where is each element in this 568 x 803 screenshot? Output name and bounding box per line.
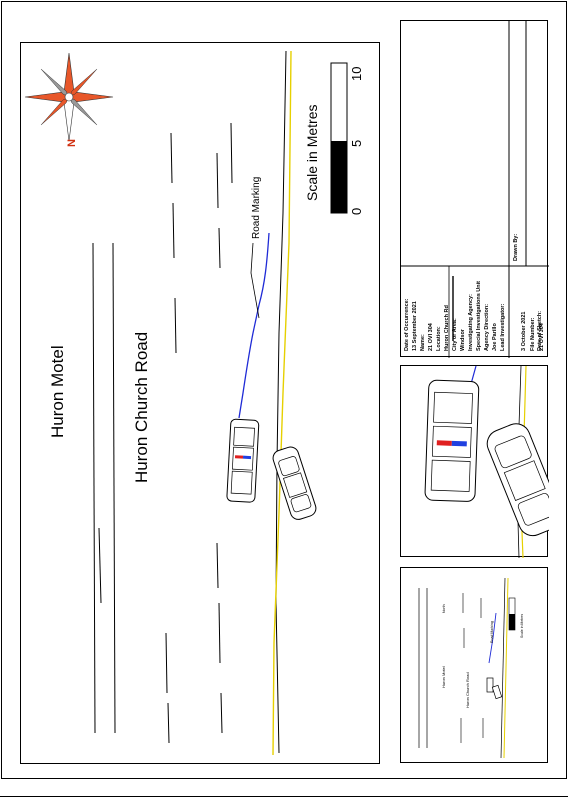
tb-line-0: Date of Occurrence: [404,298,410,351]
tb-drawn-by: Drawn By: [513,234,519,261]
inset-police-vehicle [424,379,480,502]
scale-bar [330,62,348,214]
scale-tick-10: 10 [349,67,364,81]
main-diagram-panel: N Road Marking [20,42,380,764]
tb-line-12: Lead Investigator: [500,303,506,351]
title-block-lines: Date of Occurrence: 13 September 2021 Na… [404,234,543,351]
tire-mark [238,232,270,419]
inset-scale-label: Scale in Metres [520,614,524,638]
road-name-label: Huron Church Road [132,332,151,483]
scale-tick-5: 5 [349,140,364,147]
inset-involved-vehicle [486,423,549,537]
tb-line-8: Investigating Agency: [468,294,474,351]
inset-overview-svg: Huron Church Road Huron Motel Road Marki… [418,577,524,759]
involved-vehicle [272,446,317,520]
tb-line-7: Windsor [460,328,466,351]
tb-line-5: Huron Church Rd [444,305,450,351]
tb-date-sketch-label-v: Date of Sketch: [537,311,543,351]
scale-tick-0: 0 [349,208,364,215]
road-marking-leader [250,242,260,319]
bottom-divider [0,796,568,797]
road-edge-right [275,50,287,754]
road-lines [92,242,116,734]
inset-motel-name: Huron Motel [441,666,446,688]
lane-dashes [165,122,233,744]
inset-north-label: North [442,604,446,613]
compass-north-letter: N [66,139,78,147]
motel-name-label: Huron Motel [48,345,67,438]
inset-road-name: Huron Church Road [465,672,470,708]
drawing-frame [1,1,567,779]
inset-collision-svg [424,366,549,558]
police-vehicle [226,418,260,503]
tb-line-9: Special Investigations Unit [476,281,482,351]
scale-label: Scale in Metres [304,105,320,201]
title-block: Date of Occurrence: 13 September 2021 Na… [400,20,549,358]
main-diagram: N Road Marking [24,50,364,756]
tb-line-4: Location: [436,326,442,351]
title-block-svg: Date of Occurrence: 13 September 2021 Na… [401,21,549,358]
tb-line-3: 21 OVI 304 [428,322,434,351]
tb-line-1: 13 September 2021 [412,301,418,351]
tb-line-2: Name: [420,334,426,351]
road-marking-label: Road Marking [251,177,262,239]
center-line [272,50,292,756]
tb-line-6: City or Area: [452,318,458,351]
inset-overview: Huron Church Road Huron Motel Road Marki… [400,567,548,763]
tb-line-11: Joe Parillo [492,323,498,351]
inset-collision-detail [400,365,549,558]
inset-road-marking: Road Marking [490,621,494,643]
tb-line-10: Agency Direction: [484,304,490,351]
compass-rose-icon [24,52,114,142]
